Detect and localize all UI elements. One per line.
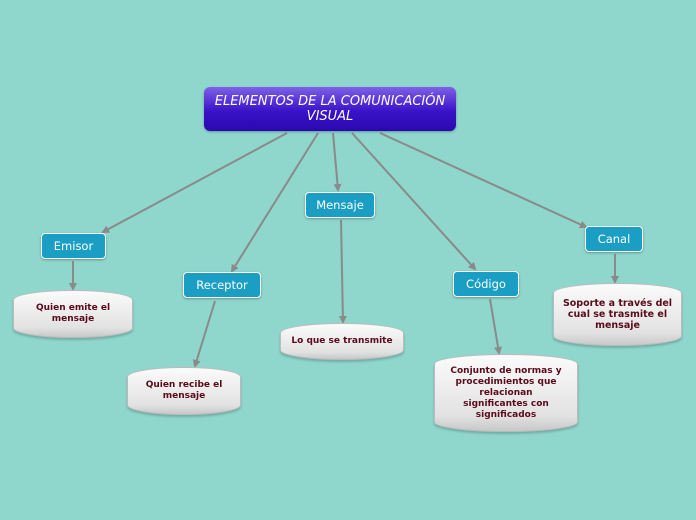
leaf-mensaje[interactable]: Lo que se transmite	[280, 323, 404, 360]
node-emisor[interactable]: Emisor	[41, 233, 106, 259]
connector-canal	[379, 132, 588, 229]
connector-emisor	[101, 132, 288, 233]
node-codigo[interactable]: Código	[453, 271, 519, 297]
leaf-codigo[interactable]: Conjunto de normas y procedimientos que …	[434, 354, 578, 432]
leaf-emisor[interactable]: Quien emite el mensaje	[13, 290, 133, 338]
connector-mensaje-desc	[338, 219, 347, 324]
node-mensaje[interactable]: Mensaje	[305, 192, 375, 218]
leaf-canal[interactable]: Soporte a través del cual se trasmite el…	[553, 283, 682, 346]
node-canal[interactable]: Canal	[585, 226, 643, 252]
node-receptor[interactable]: Receptor	[183, 272, 261, 298]
connector-codigo-desc	[489, 298, 502, 355]
connector-receptor	[230, 132, 319, 273]
connector-mensaje	[332, 132, 342, 192]
central-topic[interactable]: ELEMENTOS DE LA COMUNICACIÓN VISUAL	[204, 87, 456, 131]
connector-codigo	[351, 132, 477, 271]
connector-receptor-desc	[192, 300, 216, 368]
leaf-receptor[interactable]: Quien recibe el mensaje	[127, 367, 241, 415]
